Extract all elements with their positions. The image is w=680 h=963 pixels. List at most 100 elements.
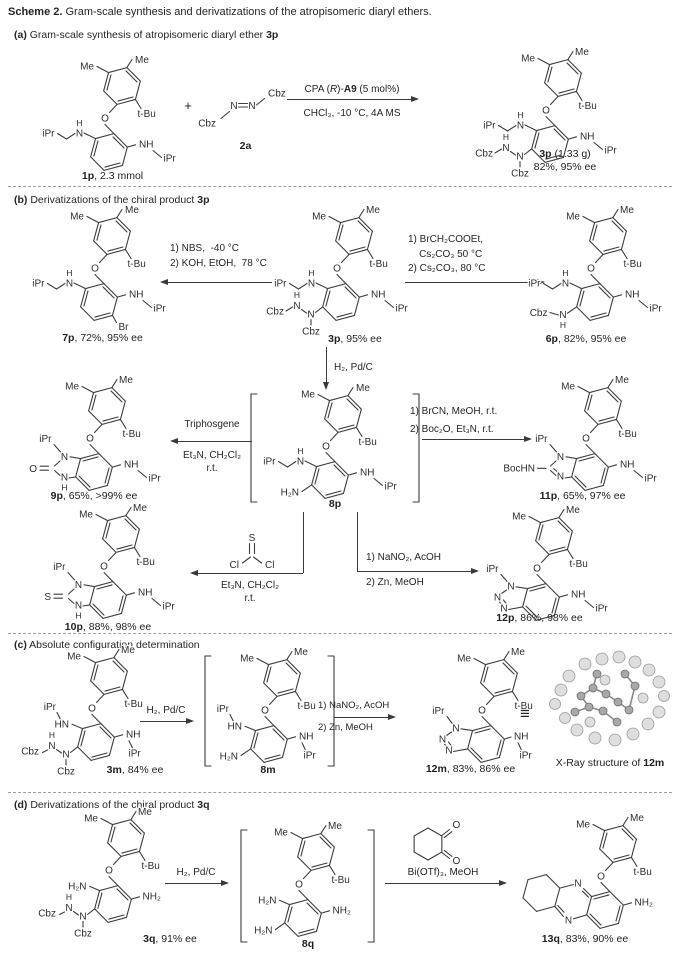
bond [589,314,609,321]
bond [485,659,505,666]
bond [446,715,454,726]
atom-label: Me [70,212,84,223]
bond [355,426,363,438]
bond [612,294,623,298]
bond [612,217,627,232]
bond [571,476,586,491]
bond [302,869,312,880]
atom-label: iPr [274,279,287,290]
bond [264,754,281,760]
bond [58,911,66,916]
caption-3m: 3m, 84% ee [106,764,164,776]
atom-label: Cbz [302,327,320,338]
bond [107,824,114,844]
bond [120,850,140,857]
bond [551,597,557,614]
bond [320,824,327,835]
bond [340,253,350,264]
atom-label: Me [512,512,526,523]
bond [285,306,294,312]
caption-10p: 10p, 88%, 98% ee [64,621,152,633]
bond [567,50,574,61]
bond [94,273,105,285]
atom-label: O [582,434,590,445]
bond [322,288,329,308]
bond [584,484,604,491]
bond [566,530,573,550]
bond [255,97,266,106]
atom-label: t-Bu [370,259,388,270]
bond [294,690,302,702]
bond [125,898,132,918]
bond [311,466,318,486]
bond [536,573,547,585]
caption-12m: 12m, 83%, 86% ee [425,763,516,775]
caption-9p: 9p, 65%, >99% ee [50,490,138,502]
condition-line: Et₃N, CH₂Cl₂ [183,450,241,461]
bond [138,832,145,852]
bond [55,748,63,754]
arrow-to-7p [160,278,272,285]
bond [549,460,557,467]
atom-label: iPr [645,474,658,485]
bond [130,896,141,900]
bond [549,443,558,454]
bond [151,597,162,607]
caption-xray: X-Ray structure of 12m [555,757,665,769]
bond [126,67,141,82]
bond [46,282,58,290]
xray-structure-image [549,650,670,747]
bond [93,314,113,321]
bond [507,606,524,611]
bond [53,460,61,467]
bond [498,601,504,607]
bond [121,670,128,690]
condition-line: 1) NBS, -40 °C [170,243,240,254]
arrow-to-12p [357,567,479,574]
bond [80,453,100,460]
bond [120,594,127,614]
bond [598,416,615,422]
bond [600,881,611,893]
bond [527,583,547,590]
bond [557,90,577,97]
atom-label: O [105,866,113,877]
bond [324,418,339,433]
bond [443,743,449,749]
bond [581,283,601,290]
bond [334,461,349,476]
atom-label: NH [360,468,374,479]
bond [544,156,564,163]
bond [71,723,84,730]
bond [68,476,77,479]
bond [460,728,474,732]
bond [511,690,519,702]
bond [545,154,562,160]
atom-label: H [49,730,55,740]
separator-3 [8,792,672,793]
bond [315,282,329,290]
bond [95,513,109,522]
bond [80,288,87,308]
bond [81,385,95,394]
bond [69,456,82,460]
bond [311,484,326,499]
bond [96,224,102,241]
atom-label: N [75,580,82,591]
bond [567,59,582,74]
atom-label: iPr [605,146,618,157]
bond [266,666,272,683]
separator-1 [8,186,672,187]
bond [316,461,336,468]
bond [443,831,453,839]
bond [241,556,252,564]
bond [108,914,125,920]
bond [41,749,49,754]
bond [557,520,570,533]
caption-6p: 6p, 82%, 95% ee [545,333,627,345]
bond [525,605,538,618]
atom-label: t-Bu [359,437,377,448]
conditions-to-12p-above: 1) NaNO₂, AcOH [366,552,442,563]
